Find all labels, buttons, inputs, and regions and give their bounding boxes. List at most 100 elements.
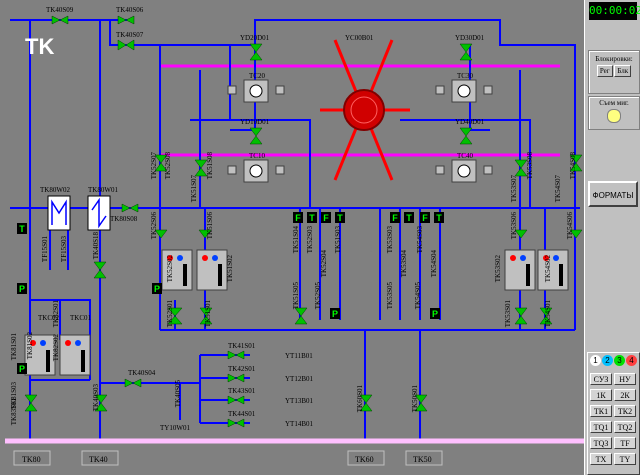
svg-text:TK53S05: TK53S05 [386, 282, 394, 310]
blk-button[interactable]: Блк [614, 65, 632, 77]
svg-text:TK51S02: TK51S02 [226, 255, 234, 283]
svg-text:TK40S06: TK40S06 [116, 6, 144, 14]
svg-text:TK82S01: TK82S01 [52, 300, 60, 328]
svg-text:TK54S04: TK54S04 [430, 250, 438, 278]
formats-button[interactable]: ФОРМАТЫ [588, 181, 638, 207]
pump-tc30[interactable] [451, 79, 477, 103]
svg-text:YD20D01: YD20D01 [240, 34, 270, 42]
tab-3[interactable]: 3 [614, 355, 625, 366]
pump-tc40[interactable] [451, 159, 477, 183]
svg-text:TK53S02: TK53S02 [494, 255, 502, 283]
svg-text:TK54S05: TK54S05 [414, 282, 422, 310]
svg-text:YD40D01: YD40D01 [455, 118, 485, 126]
svg-text:TK52S08: TK52S08 [164, 152, 172, 180]
reactor-icon[interactable] [343, 89, 385, 131]
svg-text:TK41S01: TK41S01 [228, 342, 256, 350]
key-1k[interactable]: 1К [590, 389, 612, 401]
svg-text:TKC02: TKC02 [38, 314, 60, 322]
svg-text:TK80S08: TK80S08 [110, 215, 138, 223]
svg-text:TK53S04: TK53S04 [400, 250, 408, 278]
key-2k[interactable]: 2К [614, 389, 636, 401]
svg-text:TK40S09: TK40S09 [46, 6, 74, 14]
svg-text:P: P [332, 309, 338, 319]
svg-text:TK40: TK40 [89, 455, 108, 464]
pump-tc10[interactable] [243, 159, 269, 183]
svg-text:TK40S05: TK40S05 [174, 380, 182, 408]
svg-text:TK40S07: TK40S07 [116, 31, 144, 39]
key-tq2[interactable]: ТQ2 [614, 421, 636, 433]
svg-text:TK52S03: TK52S03 [306, 226, 314, 254]
svg-text:TK80W02: TK80W02 [40, 186, 70, 194]
key-tq1[interactable]: ТQ1 [590, 421, 612, 433]
svg-text:YT12B01: YT12B01 [285, 375, 314, 383]
svg-text:TK52S05: TK52S05 [314, 282, 322, 310]
svg-text:TKC01: TKC01 [70, 314, 92, 322]
svg-text:YD10D01: YD10D01 [240, 118, 270, 126]
svg-text:T: T [436, 213, 442, 223]
svg-text:TK51S04: TK51S04 [292, 226, 300, 254]
svg-text:TK81S02: TK81S02 [26, 332, 34, 360]
svg-text:F: F [323, 213, 329, 223]
key-ty[interactable]: ТY [614, 453, 636, 465]
svg-text:TK83S01: TK83S01 [10, 398, 18, 426]
key-tx[interactable]: ТХ [590, 453, 612, 465]
filter-tkc01[interactable] [59, 334, 91, 376]
svg-text:P: P [19, 364, 25, 374]
key-suz[interactable]: СУЗ [590, 373, 612, 385]
filter-tkc02[interactable] [24, 334, 56, 376]
svg-text:P: P [154, 284, 160, 294]
svg-text:TK60: TK60 [355, 455, 374, 464]
svg-text:TK51S03: TK51S03 [334, 226, 342, 254]
svg-text:YT14B01: YT14B01 [285, 420, 314, 428]
reg-button[interactable]: Рег [596, 65, 613, 77]
clock-display: 00:00:02 [589, 2, 640, 20]
keypad: 1 2 3 4 СУЗ НУ 1К 2К ТК1 ТК2 ТQ1 ТQ2 ТQ3… [587, 352, 640, 475]
svg-text:TK80: TK80 [22, 455, 41, 464]
heat-exchanger-w01[interactable] [87, 195, 111, 231]
tab-2[interactable]: 2 [602, 355, 613, 366]
svg-text:T: T [19, 224, 25, 234]
svg-text:TK51S05: TK51S05 [292, 282, 300, 310]
svg-text:TK54S06: TK54S06 [566, 212, 574, 240]
labels: TK40S09 TK40S06 TK40S07 YD20D01 YC00B01 … [10, 6, 485, 432]
svg-text:TK52S06: TK52S06 [150, 212, 158, 240]
header-lines [160, 64, 560, 157]
svg-text:YT11B01: YT11B01 [285, 352, 313, 360]
svg-text:TK44S01: TK44S01 [228, 410, 256, 418]
cabinet-right-1[interactable] [504, 249, 536, 291]
tab-1[interactable]: 1 [590, 355, 601, 366]
cabinet-left-2[interactable] [196, 249, 228, 291]
key-nu[interactable]: НУ [614, 373, 636, 385]
svg-text:TK81S01: TK81S01 [10, 333, 18, 361]
key-tf[interactable]: ТF [614, 437, 636, 449]
heat-exchanger-w02[interactable] [47, 195, 71, 231]
svg-text:TK53S06: TK53S06 [510, 212, 518, 240]
svg-text:TK81S03: TK81S03 [10, 382, 18, 410]
svg-text:TK54S02: TK54S02 [544, 255, 552, 283]
pump-tc20[interactable] [243, 79, 269, 103]
svg-text:P: P [19, 284, 25, 294]
cabinet-left-1[interactable] [161, 249, 193, 291]
key-tk2[interactable]: ТК2 [614, 405, 636, 417]
tab-4[interactable]: 4 [626, 355, 637, 366]
svg-text:TF15S03: TF15S03 [60, 236, 68, 263]
svg-text:TK52S04: TK52S04 [320, 250, 328, 278]
lamp-icon[interactable] [607, 109, 621, 123]
svg-text:F: F [295, 213, 301, 223]
svg-text:TC20: TC20 [249, 72, 265, 80]
svg-text:T: T [309, 213, 315, 223]
svg-text:TC40: TC40 [457, 152, 473, 160]
valve-icons[interactable] [24, 15, 583, 428]
scheme-canvas: T P P F T F T F T F T P P P TK TK40S09 T… [5, 6, 584, 466]
key-tq3[interactable]: ТQ3 [590, 437, 612, 449]
svg-text:F: F [392, 213, 398, 223]
flags: T P P F T F T F T F T P P P [17, 212, 444, 374]
svg-text:YC00B01: YC00B01 [345, 34, 374, 42]
key-tk1[interactable]: ТК1 [590, 405, 612, 417]
svg-text:TK51S08: TK51S08 [206, 152, 214, 180]
process-scheme: T P P F T F T F T F T P P P TK TK40S09 T… [0, 0, 584, 475]
svg-text:TK54S03: TK54S03 [416, 226, 424, 254]
cabinet-right-2[interactable] [537, 249, 569, 291]
svg-text:T: T [337, 213, 343, 223]
blocking-panel: Блокировки: Рег Блк [588, 50, 640, 94]
